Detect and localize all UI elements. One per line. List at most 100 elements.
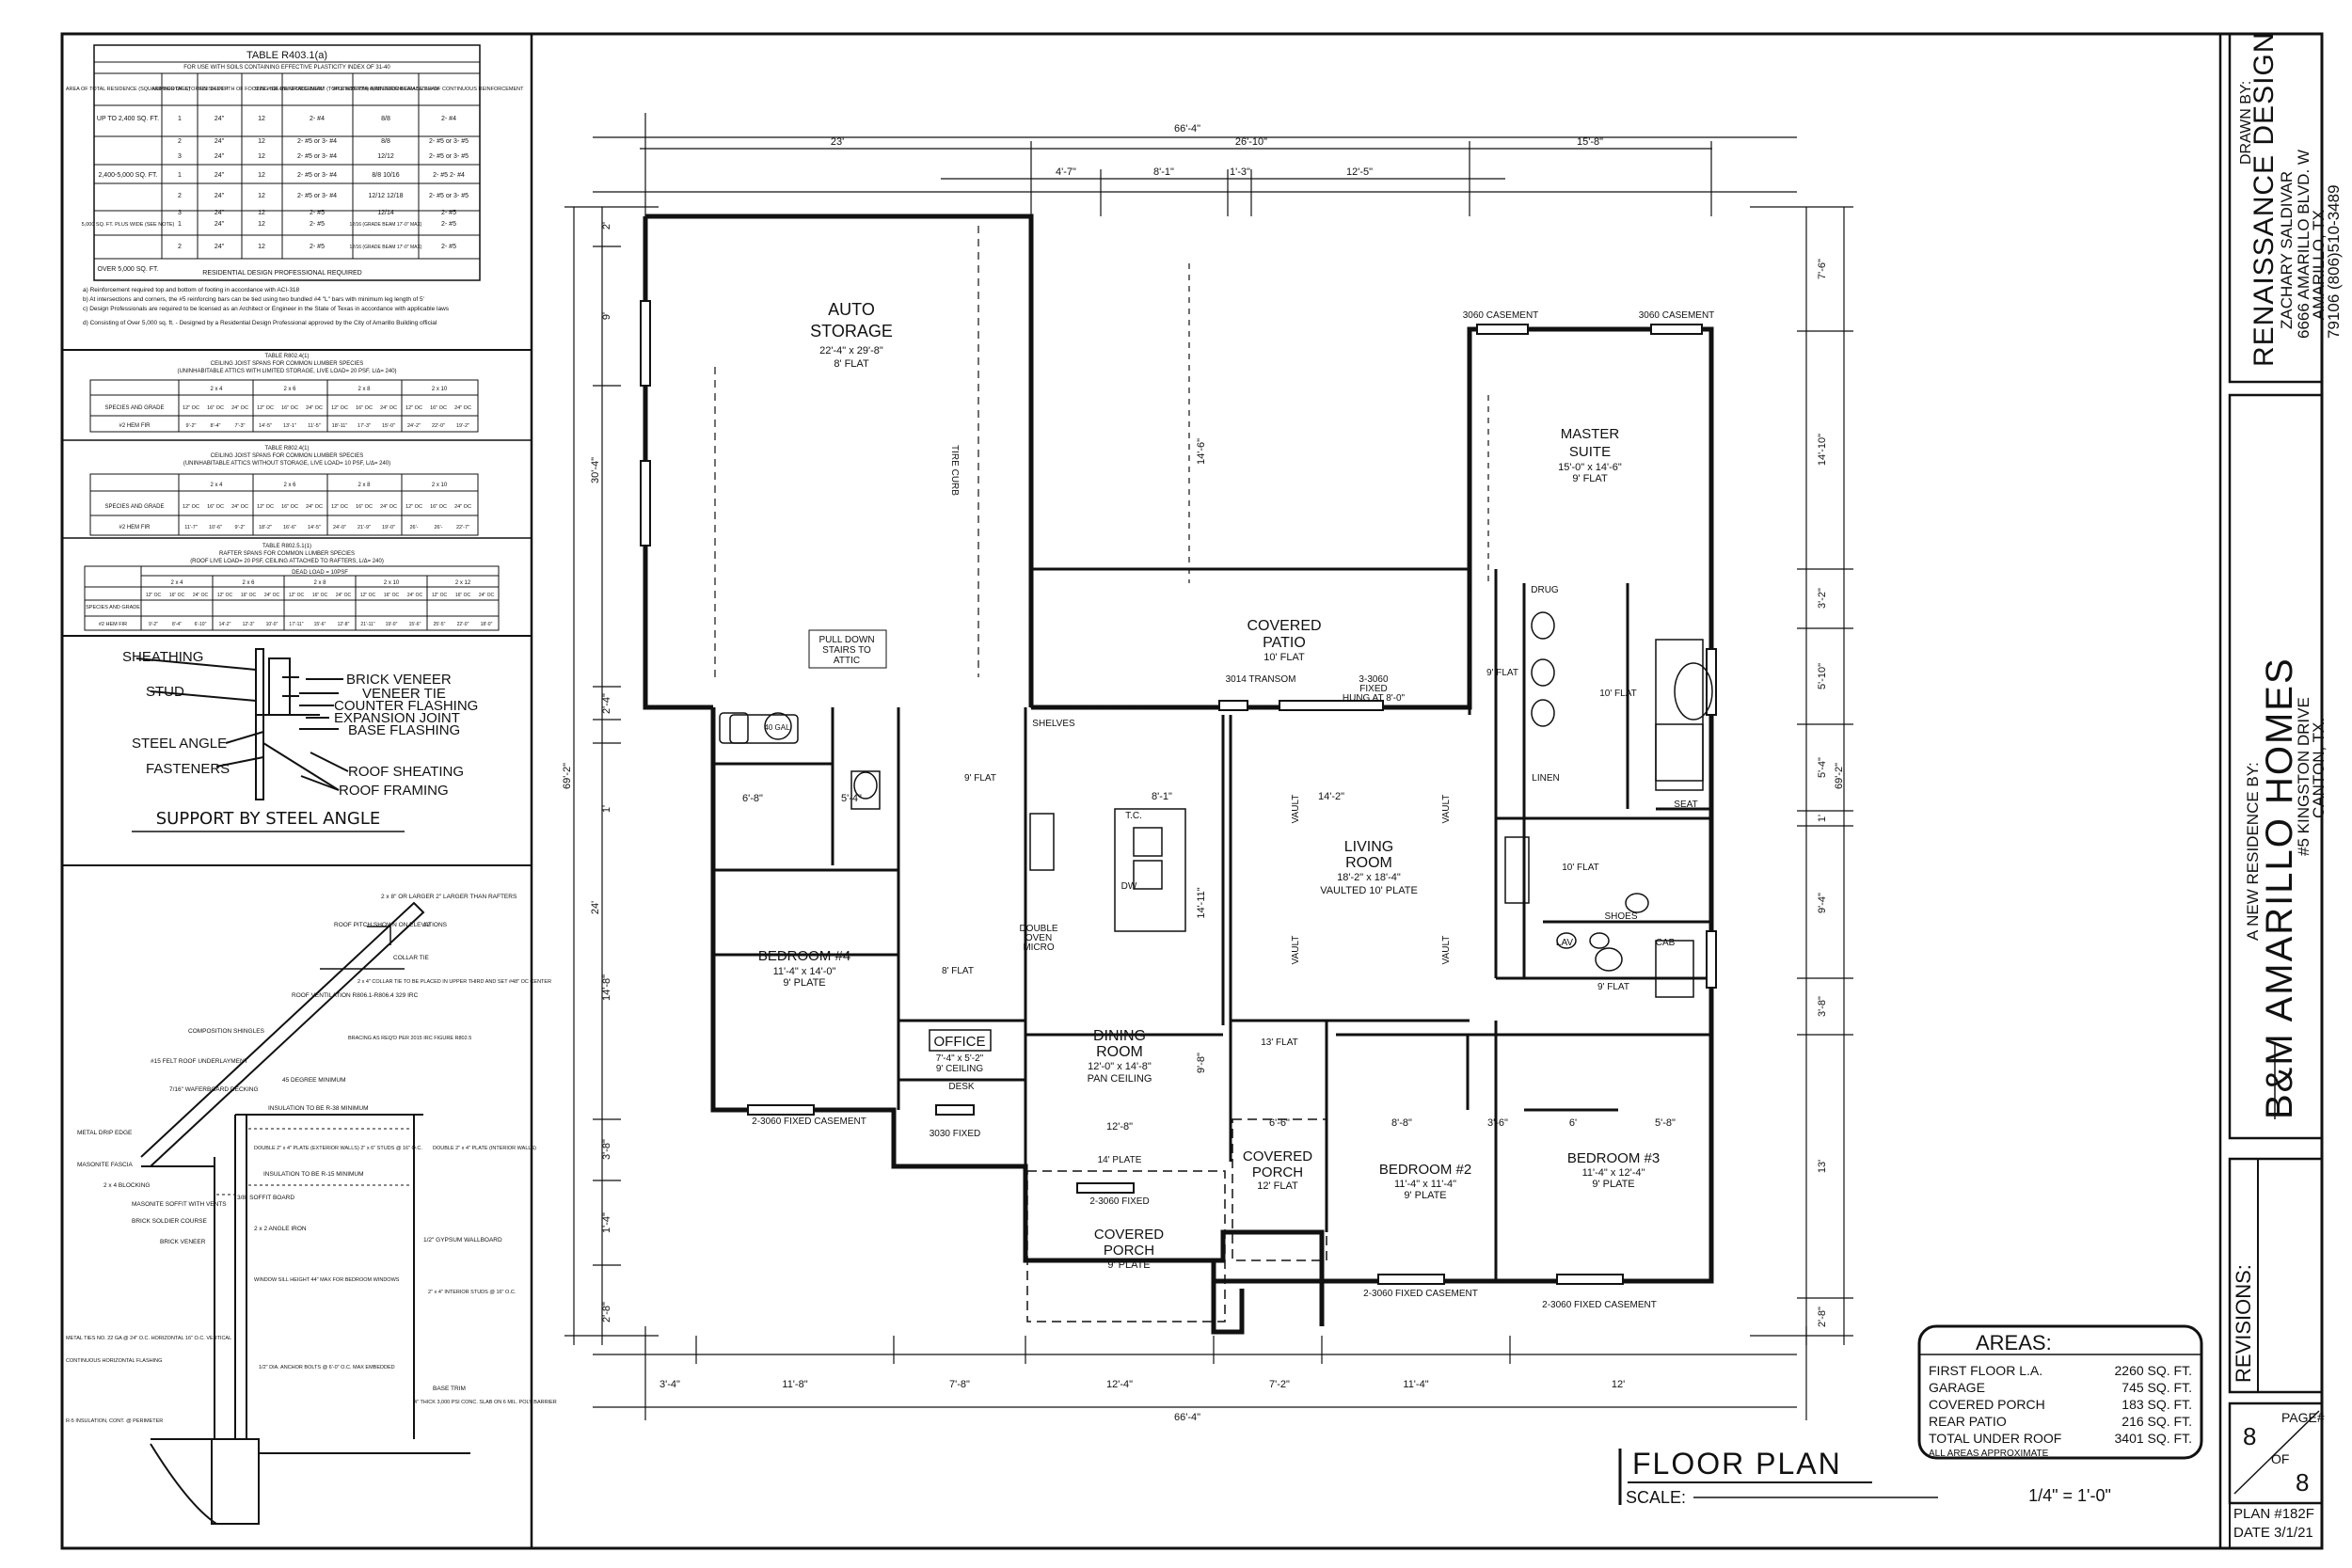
dim-bottom-3: 7'-8" <box>949 1379 970 1390</box>
svg-text:INSULATION TO BE R-15 MINIMUM: INSULATION TO BE R-15 MINIMUM <box>263 1171 364 1178</box>
svg-text:9' PLATE: 9' PLATE <box>783 977 825 989</box>
scale-value: 1/4" = 1'-0" <box>2028 1486 2111 1505</box>
dim-left-4: 2'-4" <box>601 693 612 714</box>
dim-int-9: 6' <box>1569 1117 1577 1129</box>
svg-text:DINING: DINING <box>1093 1028 1146 1044</box>
dim-int-2: 14'-2" <box>1318 791 1344 802</box>
svg-text:5,000 SQ. FT. PLUS WIDE (SEE N: 5,000 SQ. FT. PLUS WIDE (SEE NOTE) <box>82 222 175 228</box>
svg-text:MASTER: MASTER <box>1561 426 1620 442</box>
dw-label: DW <box>1121 881 1137 892</box>
interior-walls <box>713 567 1711 1281</box>
svg-text:12'-0" x 14'-8": 12'-0" x 14'-8" <box>1088 1061 1152 1072</box>
wall-section-detail: 2 x 8" OR LARGER 2" LARGER THAN RAFTERS … <box>66 894 557 1525</box>
lav-label: LAV <box>1556 938 1573 948</box>
dim-inner-1: 4'-7" <box>1056 166 1076 178</box>
dim-left-6: 24' <box>590 901 601 914</box>
svg-text:BASE TRIM: BASE TRIM <box>433 1386 466 1392</box>
svg-text:STORAGE: STORAGE <box>810 322 893 341</box>
designer-name: ZACHARY SALDIVAR <box>2278 171 2296 329</box>
svg-text:2 x 12: 2 x 12 <box>455 580 471 586</box>
sa-left-3: FASTENERS <box>146 761 230 777</box>
svg-text:14'-5": 14'-5" <box>259 423 272 429</box>
svg-text:TABLE R802.4(1): TABLE R802.4(1) <box>265 446 310 451</box>
svg-text:PORCH: PORCH <box>1252 1164 1303 1180</box>
svg-text:BEDROOM #4: BEDROOM #4 <box>758 948 850 964</box>
oven-line3: MICRO <box>1023 942 1055 953</box>
svg-text:12: 12 <box>258 244 265 250</box>
dim-left-1: 2' <box>601 222 612 230</box>
svg-text:2- #5 or 3- #5: 2- #5 or 3- #5 <box>429 138 469 145</box>
area-value-2: 183 SQ. FT. <box>2122 1397 2192 1412</box>
transom-label: 3014 TRANSOM <box>1226 674 1296 685</box>
svg-text:2 x 4: 2 x 4 <box>210 387 223 392</box>
oven-line1: DOUBLE <box>1019 924 1057 934</box>
dim-right-1: 7'-6" <box>1817 259 1828 279</box>
svg-text:PAN CEILING: PAN CEILING <box>1088 1073 1152 1085</box>
svg-text:16" OC: 16" OC <box>241 593 257 598</box>
svg-text:COVERED: COVERED <box>1243 1148 1312 1164</box>
svg-text:3: 3 <box>178 210 182 216</box>
svg-text:17'-11": 17'-11" <box>289 622 303 627</box>
svg-text:16" OC: 16" OC <box>281 405 298 411</box>
svg-text:16'-6": 16'-6" <box>283 525 296 531</box>
svg-text:12" OC: 12" OC <box>331 504 348 510</box>
svg-text:24" OC: 24" OC <box>454 504 471 510</box>
dim-right-6: 1' <box>1817 815 1828 822</box>
svg-text:19'-2": 19'-2" <box>456 423 469 429</box>
svg-text:2 x 2 ANGLE IRON: 2 x 2 ANGLE IRON <box>254 1226 307 1232</box>
svg-text:22'-0": 22'-0" <box>432 423 445 429</box>
footing-table: TABLE R403.1(a) FOR USE WITH SOILS CONTA… <box>66 44 524 326</box>
svg-text:2 x 6: 2 x 6 <box>242 580 255 586</box>
svg-text:2 x 6: 2 x 6 <box>283 483 296 488</box>
sa-right-5: ROOF SHEATING <box>348 764 464 780</box>
svg-text:CONTINUOUS HORIZONTAL FLASHING: CONTINUOUS HORIZONTAL FLASHING <box>66 1358 162 1364</box>
svg-text:12: 12 <box>423 922 431 928</box>
svg-text:PATIO: PATIO <box>1263 635 1306 651</box>
dim-inner-3: 1'-3" <box>1230 166 1250 178</box>
vault-3: VAULT <box>1291 936 1301 965</box>
svg-text:BRACING AS REQ'D PER 2015 IRC: BRACING AS REQ'D PER 2015 IRC FIGURE R80… <box>348 1036 471 1041</box>
fixed-casement-bed2: 2-3060 FIXED CASEMENT <box>1363 1289 1478 1299</box>
svg-text:2 x 8: 2 x 8 <box>358 483 371 488</box>
svg-text:1/2" GYPSUM WALLBOARD: 1/2" GYPSUM WALLBOARD <box>423 1237 502 1243</box>
areas-rows: FIRST FLOOR L.A. 2260 SQ. FT. GARAGE 745… <box>1929 1363 2192 1446</box>
svg-text:MASONITE SOFFIT WITH VENTS: MASONITE SOFFIT WITH VENTS <box>132 1201 227 1208</box>
svg-text:ROOM: ROOM <box>1096 1044 1143 1060</box>
fixed-hung-line2: FIXED <box>1359 684 1387 694</box>
svg-text:SPECIES AND GRADE: SPECIES AND GRADE <box>104 504 164 510</box>
svg-text:(ROOF LIVE LOAD= 20 PSF, CEILI: (ROOF LIVE LOAD= 20 PSF, CEILING ATTACHE… <box>190 559 384 564</box>
pull-down-line3: ATTIC <box>834 656 860 666</box>
svg-text:#2 HEM FIR: #2 HEM FIR <box>119 525 151 531</box>
svg-text:18'-2": 18'-2" <box>259 525 272 531</box>
svg-text:24" OC: 24" OC <box>231 504 248 510</box>
svg-text:9' FLAT: 9' FLAT <box>1572 473 1608 484</box>
svg-text:14'-5": 14'-5" <box>308 525 321 531</box>
plan-number: PLAN #182F <box>2233 1506 2314 1522</box>
joist2-values: 12" OC 16" OC 24" OC 12" OC 16" OC 24" O… <box>183 504 471 531</box>
svg-text:2: 2 <box>178 193 182 199</box>
svg-text:4" THICK 3,000 PSI CONC. SLAB: 4" THICK 3,000 PSI CONC. SLAB ON 6 MIL. … <box>414 1400 557 1405</box>
svg-text:26'-: 26'- <box>410 525 419 531</box>
svg-text:2- #4: 2- #4 <box>441 116 456 122</box>
dim-bottom-total: 66'-4" <box>1174 1412 1200 1423</box>
room-labels: AUTO STORAGE 22'-4" x 29'-8" 8' FLAT MAS… <box>758 300 1660 1271</box>
svg-text:9' PLATE: 9' PLATE <box>1592 1179 1634 1190</box>
svg-text:24" OC: 24" OC <box>264 593 280 598</box>
footing-title: TABLE R403.1(a) <box>246 50 327 61</box>
svg-text:BRICK SOLDIER COURSE: BRICK SOLDIER COURSE <box>132 1218 207 1225</box>
svg-text:COLLAR TIE: COLLAR TIE <box>393 955 429 961</box>
svg-text:10' FLAT: 10' FLAT <box>1263 652 1305 663</box>
room-auto-storage: AUTO STORAGE 22'-4" x 29'-8" 8' FLAT <box>810 300 893 370</box>
sa-left-1: STUD <box>146 684 184 700</box>
svg-text:17'-3": 17'-3" <box>358 423 371 429</box>
ceil-10-master-bath: 10' FLAT <box>1599 689 1637 699</box>
site-street: #5 KINGSTON DRIVE <box>2295 697 2312 856</box>
sa-right-0: BRICK VENEER <box>346 672 452 688</box>
fixed-hung-line1: 3-3060 <box>1359 674 1389 685</box>
svg-text:7'-4" x 5'-2": 7'-4" x 5'-2" <box>936 1053 984 1064</box>
svg-text:2 x 4: 2 x 4 <box>170 580 183 586</box>
svg-text:16" OC: 16" OC <box>207 504 224 510</box>
svg-text:1: 1 <box>178 116 182 122</box>
fixed-casement-bed3: 2-3060 FIXED CASEMENT <box>1542 1300 1657 1310</box>
dim-left-3: 30'-4" <box>590 457 601 483</box>
